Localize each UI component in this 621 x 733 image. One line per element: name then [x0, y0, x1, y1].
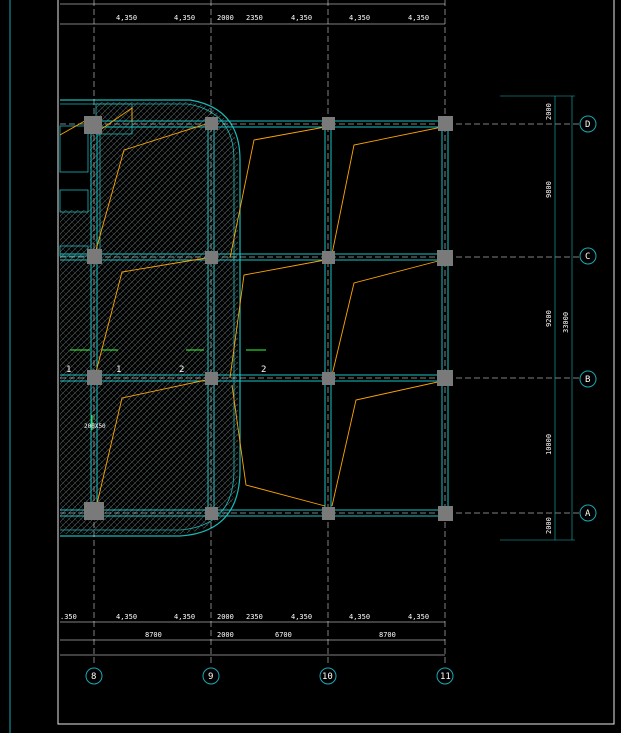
- column-10-D: [322, 117, 335, 130]
- top-dim-4: 2350: [246, 14, 263, 22]
- top-dim-6: 4,350: [349, 14, 370, 22]
- bottom-dim-lower-3: 8700: [379, 631, 396, 639]
- span-label-2b: 2: [261, 365, 266, 375]
- slab-edge-outline-outer: [60, 99, 241, 537]
- section-note: 200X50: [84, 423, 106, 430]
- bubble-row-B: [579, 370, 597, 388]
- beams: [60, 120, 449, 517]
- right-dimension-lines: [500, 95, 575, 541]
- column-8-A: [84, 502, 104, 520]
- column-9-D: [205, 117, 218, 130]
- bubble-col-11: [436, 667, 454, 685]
- column-11-D: [438, 116, 453, 131]
- bottom-dim-upper-3: 2000: [217, 613, 234, 621]
- span-label-2a: 2: [179, 365, 184, 375]
- bottom-dim-upper-7: 4,350: [408, 613, 429, 621]
- slab-diagonal-lines: [59, 107, 443, 509]
- span-label-1a: 1: [66, 365, 71, 375]
- span-markers: [70, 349, 266, 430]
- top-dim-2: 4,350: [174, 14, 195, 22]
- bubble-label-B: B: [585, 375, 590, 385]
- column-10-B: [322, 372, 335, 385]
- bubble-label-A: A: [585, 509, 591, 519]
- column-11-C: [437, 250, 453, 266]
- top-dimension-line: [60, 3, 445, 25]
- sheet-border: [57, 0, 615, 725]
- bubble-label-C: C: [585, 252, 590, 262]
- bottom-dim-lower-0: 8700: [145, 631, 162, 639]
- bottom-dim-upper-5: 4,350: [291, 613, 312, 621]
- column-9-A: [205, 507, 218, 520]
- column-8-B: [87, 370, 102, 385]
- bubble-label-11: 11: [440, 672, 451, 682]
- bottom-dim-upper-1: 4,350: [116, 613, 137, 621]
- column-9-C: [205, 251, 218, 264]
- right-dim-3: 10000: [545, 434, 553, 455]
- bottom-dim-lower-2: 6700: [275, 631, 292, 639]
- bottom-dim-upper-4: 2350: [246, 613, 263, 621]
- bubble-row-D: [579, 115, 597, 133]
- bottom-dim-upper-2: 4,350: [174, 613, 195, 621]
- bottom-dim-lower-1: 2000: [217, 631, 234, 639]
- column-10-A: [322, 507, 335, 520]
- bubble-col-8: [85, 667, 103, 685]
- bubble-label-9: 9: [208, 672, 213, 682]
- column-8-D: [84, 116, 102, 134]
- slab-edge-outline-inner: [60, 103, 235, 531]
- span-label-1b: 1: [116, 365, 121, 375]
- bubble-col-10: [319, 667, 337, 685]
- bubble-label-8: 8: [91, 672, 96, 682]
- top-dim-5: 4,350: [291, 14, 312, 22]
- bottom-dimension-lines: [60, 621, 445, 656]
- bottom-dim-upper-0: .350: [60, 613, 77, 621]
- right-dim-0: 2000: [545, 103, 553, 120]
- bubble-col-9: [202, 667, 220, 685]
- column-9-B: [205, 372, 218, 385]
- top-dim-7: 4,350: [408, 14, 429, 22]
- right-total-dim: 33000: [562, 312, 570, 333]
- bubble-label-D: D: [585, 120, 590, 130]
- column-10-C: [322, 251, 335, 264]
- hatched-slab-region: [60, 102, 238, 534]
- bubble-label-10: 10: [322, 672, 333, 682]
- stair-opening-box: [60, 130, 90, 210]
- columns: [84, 116, 453, 521]
- grid-axis-lines: [60, 0, 580, 665]
- bubble-row-C: [579, 247, 597, 265]
- right-dim-1: 9800: [545, 181, 553, 198]
- top-dim-3: 2000: [217, 14, 234, 22]
- bottom-dim-upper-6: 4,350: [349, 613, 370, 621]
- top-dim-1: 4,350: [116, 14, 137, 22]
- bubble-row-A: [579, 504, 597, 522]
- right-dim-2: 9200: [545, 310, 553, 327]
- right-dim-4: 2000: [545, 517, 553, 534]
- grid-bubbles: [85, 115, 597, 685]
- column-11-B: [437, 370, 453, 386]
- column-8-C: [87, 249, 102, 264]
- column-11-A: [438, 506, 453, 521]
